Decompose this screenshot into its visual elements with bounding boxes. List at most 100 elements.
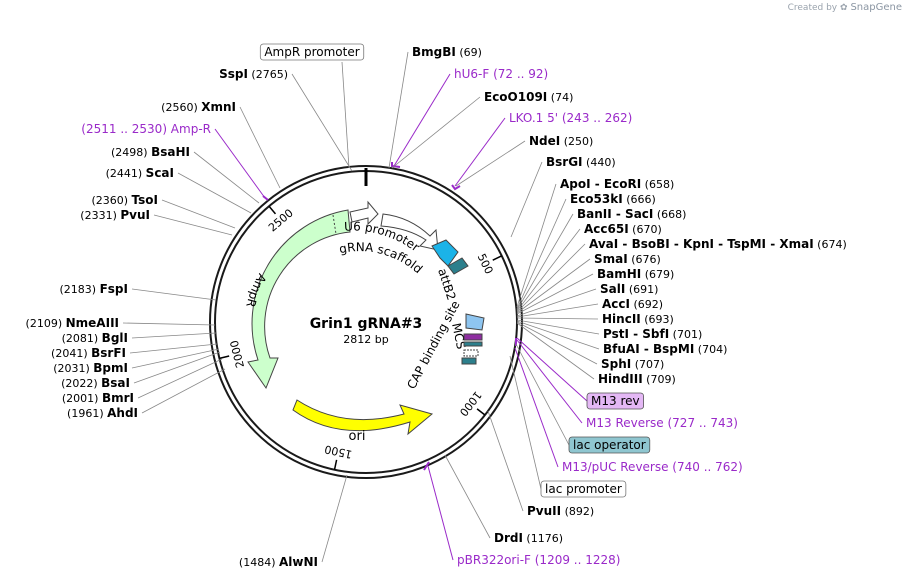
svg-text:(2081) BglI: (2081) BglI: [62, 331, 128, 345]
site-label-bfuai-bspmi[interactable]: BfuAI - BspMI (704): [603, 342, 727, 356]
site-label-ecoo109i[interactable]: EcoO109I (74): [484, 90, 573, 104]
site-label-pvui[interactable]: (2331) PvuI: [80, 208, 150, 222]
leader-psti-sbfi: [516, 319, 600, 335]
site-label-sali[interactable]: SalI (691): [600, 282, 658, 296]
site-label-smai[interactable]: SmaI (676): [594, 252, 661, 266]
site-label-bpmi[interactable]: (2031) BpmI: [53, 361, 128, 375]
site-label-bsai[interactable]: (2022) BsaI: [61, 376, 130, 390]
site-label-nmeaiii[interactable]: (2109) NmeAIII: [26, 316, 119, 330]
leader-eco53ki: [516, 198, 567, 310]
leader-hu6-f: [393, 73, 451, 167]
site-label-banii-saci[interactable]: BanII - SacI (668): [577, 207, 686, 221]
leader-bfuai-bspmi: [516, 320, 600, 350]
svg-text:hU6-F (72 .. 92): hU6-F (72 .. 92): [454, 67, 548, 81]
leader-fspi: [131, 288, 217, 301]
svg-text:(2441) ScaI: (2441) ScaI: [106, 166, 174, 180]
svg-text:(2560) XmnI: (2560) XmnI: [161, 100, 236, 114]
leader-hincii: [516, 317, 599, 320]
feature-ampr-promoter-arrow[interactable]: [349, 200, 379, 226]
tick-2000: [219, 355, 230, 360]
site-label-sphi[interactable]: SphI (707): [601, 357, 664, 371]
leader-ahdi: [141, 368, 226, 414]
svg-text:AccI (692): AccI (692): [602, 297, 663, 311]
leader-ecoo109i: [391, 96, 481, 169]
site-label-avai-bsobi-kpni-tspmi-xmai[interactable]: AvaI - BsoBI - KpnI - TspMI - XmaI (674): [589, 237, 847, 251]
svg-text:BamHI (679): BamHI (679): [597, 267, 674, 281]
feature-mcs-label: MCS: [449, 322, 468, 351]
leader-amp-r: [214, 128, 266, 199]
feature-ampr[interactable]: AmpR: [243, 209, 351, 390]
site-label-hu6-f[interactable]: hU6-F (72 .. 92): [454, 67, 548, 81]
svg-text:Acc65I (670): Acc65I (670): [584, 222, 662, 236]
site-label-scai[interactable]: (2441) ScaI: [106, 166, 174, 180]
site-label-xmni[interactable]: (2560) XmnI: [161, 100, 236, 114]
credit-prefix: Created by: [787, 3, 838, 13]
credit-brand: SnapGene: [850, 2, 902, 13]
feature-ori-label: ori: [349, 429, 366, 444]
svg-text:(2001) BmrI: (2001) BmrI: [62, 391, 134, 405]
tick-label-2000: 2000: [228, 339, 247, 369]
site-label-drdi[interactable]: DrdI (1176): [494, 531, 563, 545]
site-label-ndei[interactable]: NdeI (250): [529, 134, 593, 148]
plasmid-length: 2812 bp: [343, 333, 388, 346]
site-label-eco53ki[interactable]: Eco53kI (666): [570, 192, 656, 206]
leader-lines: [122, 51, 600, 563]
site-label-bmri[interactable]: (2001) BmrI: [62, 391, 134, 405]
site-label-apoi-ecori[interactable]: ApoI - EcoRI (658): [560, 177, 674, 191]
leader-banii-saci: [516, 213, 574, 311]
site-label-bsahi[interactable]: (2498) BsaHI: [111, 145, 190, 159]
site-label-tsoi[interactable]: (2360) TsoI: [91, 193, 158, 207]
site-label-lko-1-5[interactable]: LKO.1 5' (243 .. 262): [509, 111, 632, 125]
leader-scai: [177, 172, 252, 214]
site-label-psti-sbfi[interactable]: PstI - SbfI (701): [603, 327, 702, 341]
svg-text:BmgBI (69): BmgBI (69): [412, 45, 482, 59]
site-label-ampr-promoter[interactable]: AmpR promoter: [259, 43, 365, 61]
leader-pvuii: [487, 410, 524, 512]
svg-text:(2031) BpmI: (2031) BpmI: [53, 361, 128, 375]
leader-lac-operator: [515, 343, 570, 446]
leader-alwni: [321, 474, 348, 563]
site-label-hindiii[interactable]: HindIII (709): [598, 372, 676, 386]
leader-lko-1-5: [454, 117, 506, 187]
site-label-bamhi[interactable]: BamHI (679): [597, 267, 674, 281]
site-label-m13-reverse[interactable]: M13 Reverse (727 .. 743): [586, 416, 738, 430]
site-label-acc65i[interactable]: Acc65I (670): [584, 222, 662, 236]
tick-1500: [333, 459, 338, 470]
site-label-ahdi[interactable]: (1961) AhdI: [67, 406, 138, 420]
site-label-m13-puc-reverse[interactable]: M13/pUC Reverse (740 .. 762): [562, 460, 743, 474]
site-label-hincii[interactable]: HincII (693): [602, 312, 674, 326]
site-label-bsrgi[interactable]: BsrGI (440): [546, 155, 616, 169]
site-label-sspi[interactable]: SspI (2765): [219, 67, 288, 81]
site-label-alwni[interactable]: (1484) AlwNI: [239, 555, 318, 569]
leader-bamhi: [516, 273, 594, 315]
site-label-lac-operator[interactable]: lac operator: [568, 436, 651, 454]
svg-text:lac operator: lac operator: [573, 438, 646, 452]
site-label-amp-r[interactable]: (2511 .. 2530) Amp-R: [81, 122, 211, 136]
tick-label-1500: 1500: [323, 442, 353, 461]
feature-mcs[interactable]: MCS: [449, 313, 485, 351]
site-label-pbr322ori-f[interactable]: pBR322ori-F (1209 .. 1228): [457, 553, 620, 567]
leader-m13-puc-reverse: [514, 347, 559, 468]
site-label-pvuii[interactable]: PvuII (892): [527, 504, 594, 518]
site-label-bgli[interactable]: (2081) BglI: [62, 331, 128, 345]
site-label-lac-promoter[interactable]: lac promoter: [540, 480, 627, 498]
site-label-bmgbi[interactable]: BmgBI (69): [412, 45, 482, 59]
tick-label-1000: 1000: [457, 389, 484, 419]
site-label-acci[interactable]: AccI (692): [602, 297, 663, 311]
plasmid-name: Grin1 gRNA#3: [310, 316, 423, 332]
feature-ori[interactable]: ori: [292, 399, 434, 444]
feature-attb2[interactable]: attB2: [435, 257, 469, 302]
site-label-m13-rev[interactable]: M13 rev: [586, 392, 644, 410]
site-label-fspi[interactable]: (2183) FspI: [60, 282, 128, 296]
leader-apoi-ecori: [516, 183, 557, 308]
feature-cap-binding-site[interactable]: CAP binding site: [404, 298, 483, 391]
leader-m13-rev: [516, 337, 588, 402]
svg-text:(2511 .. 2530) Amp-R: (2511 .. 2530) Amp-R: [81, 122, 211, 136]
tick-label-2500: 2500: [266, 206, 296, 234]
leader-m13-reverse: [516, 339, 583, 424]
svg-text:AvaI - BsoBI - KpnI - Ts: AvaI - BsoBI - KpnI - TspMI - XmaI (674): [589, 237, 847, 251]
site-label-bsrfi[interactable]: (2041) BsrFI: [51, 346, 126, 360]
leader-bgli: [131, 332, 217, 339]
